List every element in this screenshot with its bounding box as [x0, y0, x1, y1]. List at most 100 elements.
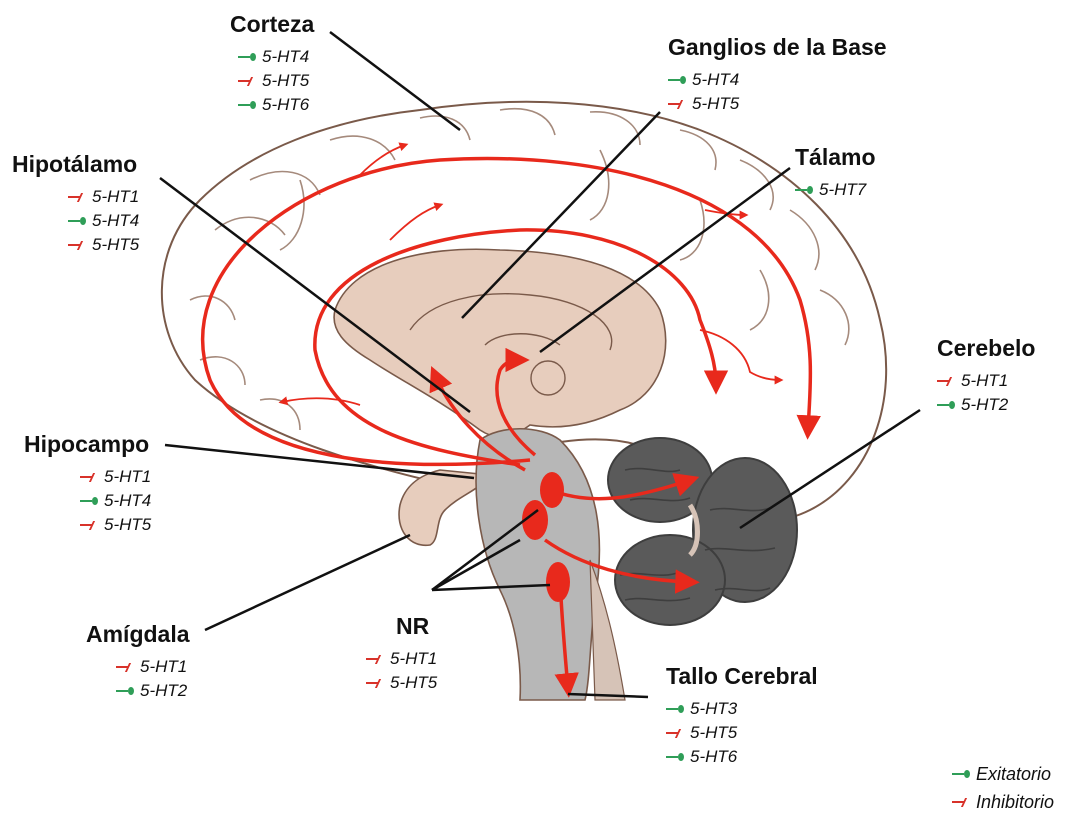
receptor-item: 5-HT3	[666, 697, 818, 721]
brainstem-shape	[476, 429, 599, 700]
excitatory-icon	[666, 750, 686, 764]
excitatory-icon	[937, 398, 957, 412]
receptor-label: 5-HT2	[140, 679, 187, 703]
inhibitory-icon	[666, 726, 686, 740]
receptor-item: 5-HT5	[668, 92, 887, 116]
receptor-item: 5-HT4	[80, 489, 151, 513]
region-title: Tallo Cerebral	[666, 662, 818, 690]
inhibitory-icon	[238, 74, 258, 88]
region-title: Corteza	[230, 10, 314, 38]
receptor-item: 5-HT5	[238, 69, 314, 93]
region-ganglios: Ganglios de la Base 5-HT45-HT5	[668, 33, 887, 116]
receptor-item: 5-HT5	[68, 233, 139, 257]
receptor-item: 5-HT6	[666, 745, 818, 769]
receptor-label: 5-HT6	[690, 745, 737, 769]
legend-inhibitory: Inhibitorio	[952, 788, 1054, 816]
receptor-label: 5-HT2	[961, 393, 1008, 417]
receptor-item: 5-HT5	[80, 513, 151, 537]
receptor-list: 5-HT7	[795, 178, 876, 202]
excitatory-icon	[238, 98, 258, 112]
receptor-label: 5-HT5	[692, 92, 739, 116]
receptor-item: 5-HT5	[666, 721, 818, 745]
cerebellum-shape	[608, 438, 797, 625]
receptor-label: 5-HT1	[104, 465, 151, 489]
receptor-label: 5-HT4	[692, 68, 739, 92]
inhibitory-icon	[116, 660, 136, 674]
legend: Exitatorio Inhibitorio	[952, 760, 1054, 816]
receptor-item: 5-HT4	[238, 45, 314, 69]
region-title: Ganglios de la Base	[668, 33, 887, 61]
receptor-list: 5-HT15-HT45-HT5	[80, 465, 151, 537]
region-title: NR	[396, 612, 437, 640]
inhibitory-icon	[668, 97, 688, 111]
thalamus-nucleus	[531, 361, 565, 395]
inhibitory-icon	[366, 652, 386, 666]
receptor-label: 5-HT1	[140, 655, 187, 679]
receptor-label: 5-HT5	[262, 69, 309, 93]
receptor-label: 5-HT5	[92, 233, 139, 257]
region-title: Hipotálamo	[12, 150, 139, 178]
receptor-label: 5-HT1	[92, 185, 139, 209]
receptor-item: 5-HT4	[668, 68, 887, 92]
receptor-item: 5-HT1	[80, 465, 151, 489]
excitatory-icon	[668, 73, 688, 87]
receptor-label: 5-HT3	[690, 697, 737, 721]
receptor-item: 5-HT1	[366, 647, 437, 671]
region-title: Cerebelo	[937, 334, 1035, 362]
receptor-item: 5-HT1	[116, 655, 190, 679]
receptor-item: 5-HT1	[937, 369, 1035, 393]
excitatory-icon	[666, 702, 686, 716]
inhibitory-icon	[80, 470, 100, 484]
legend-excitatory: Exitatorio	[952, 760, 1054, 788]
region-title: Amígdala	[86, 620, 190, 648]
receptor-item: 5-HT1	[68, 185, 139, 209]
receptor-label: 5-HT1	[961, 369, 1008, 393]
legend-excitatory-label: Exitatorio	[976, 760, 1051, 788]
region-title: Hipocampo	[24, 430, 151, 458]
receptor-item: 5-HT4	[68, 209, 139, 233]
excitatory-icon	[238, 50, 258, 64]
excitatory-icon	[795, 183, 815, 197]
receptor-item: 5-HT7	[795, 178, 876, 202]
receptor-item: 5-HT2	[116, 679, 190, 703]
receptor-label: 5-HT1	[390, 647, 437, 671]
receptor-label: 5-HT6	[262, 93, 309, 117]
inhibitory-icon	[366, 676, 386, 690]
inhibitory-icon	[68, 238, 88, 252]
inhibitory-icon	[68, 190, 88, 204]
receptor-item: 5-HT2	[937, 393, 1035, 417]
receptor-label: 5-HT5	[390, 671, 437, 695]
legend-inhibitory-label: Inhibitorio	[976, 788, 1054, 816]
inhibitory-icon	[80, 518, 100, 532]
excitatory-icon	[116, 684, 136, 698]
receptor-label: 5-HT4	[262, 45, 309, 69]
receptor-label: 5-HT4	[104, 489, 151, 513]
excitatory-icon	[952, 767, 972, 781]
receptor-label: 5-HT7	[819, 178, 866, 202]
receptor-label: 5-HT5	[690, 721, 737, 745]
receptor-item: 5-HT5	[366, 671, 437, 695]
receptor-label: 5-HT4	[92, 209, 139, 233]
region-nr: NR 5-HT15-HT5	[396, 612, 437, 695]
excitatory-icon	[80, 494, 100, 508]
inhibitory-icon	[952, 795, 972, 809]
excitatory-icon	[68, 214, 88, 228]
receptor-item: 5-HT6	[238, 93, 314, 117]
inhibitory-icon	[937, 374, 957, 388]
region-talamo: Tálamo 5-HT7	[795, 143, 876, 202]
receptor-label: 5-HT5	[104, 513, 151, 537]
region-title: Tálamo	[795, 143, 876, 171]
